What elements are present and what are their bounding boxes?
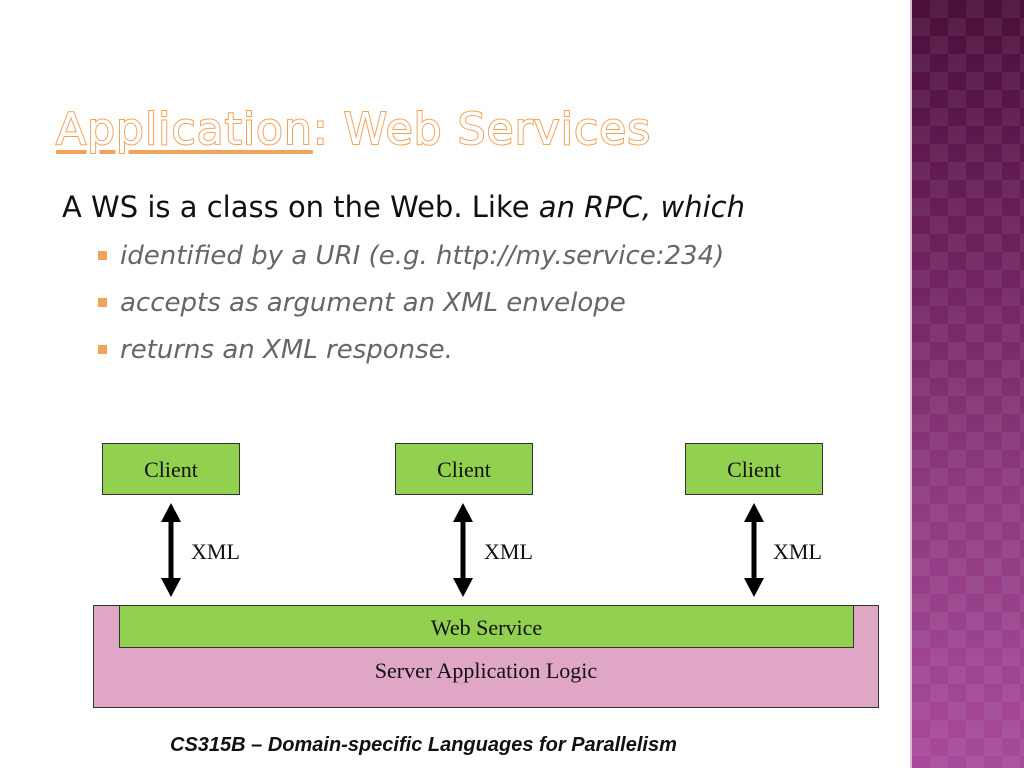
bullet-item: identified by a URI (e.g. http://my.serv… [96,238,724,285]
double-arrow-icon [161,503,181,597]
title-link-part: Application [55,103,313,156]
xml-label: XML [191,539,240,564]
square-bullet-icon [98,345,107,354]
bullet-text: identified by a URI (e.g. http://my.serv… [120,241,725,271]
footer-course-title: CS315B – Domain-specific Languages for P… [170,734,677,756]
sidebar-decoration [912,0,1024,768]
lead-italic-text: an RPC, which [538,190,745,224]
sidebar-divider [910,0,912,768]
lead-text: A WS is a class on the Web. Like [62,190,539,224]
client-box: Client [102,443,240,495]
sidebar-pattern [912,0,1024,768]
xml-label: XML [484,539,533,564]
bullet-item: accepts as argument an XML envelope [96,285,724,332]
lead-sentence: A WS is a class on the Web. Like an RPC,… [62,190,745,224]
client-box: Client [395,443,533,495]
client-box: Client [685,443,823,495]
bullet-text: accepts as argument an XML envelope [120,288,626,318]
server-logic-label: Server Application Logic [374,658,598,683]
square-bullet-icon [98,251,107,260]
bullet-item: returns an XML response. [96,332,724,379]
title-rest: : Web Services [312,103,652,156]
bullet-text: returns an XML response. [120,335,453,365]
xml-label: XML [773,539,822,564]
square-bullet-icon [98,298,107,307]
double-arrow-icon [453,503,473,597]
web-service-box: Web Service [119,605,854,648]
double-arrow-icon [744,503,764,597]
slide-title: Application: Web Services [55,103,652,156]
bullet-list: identified by a URI (e.g. http://my.serv… [96,238,724,379]
